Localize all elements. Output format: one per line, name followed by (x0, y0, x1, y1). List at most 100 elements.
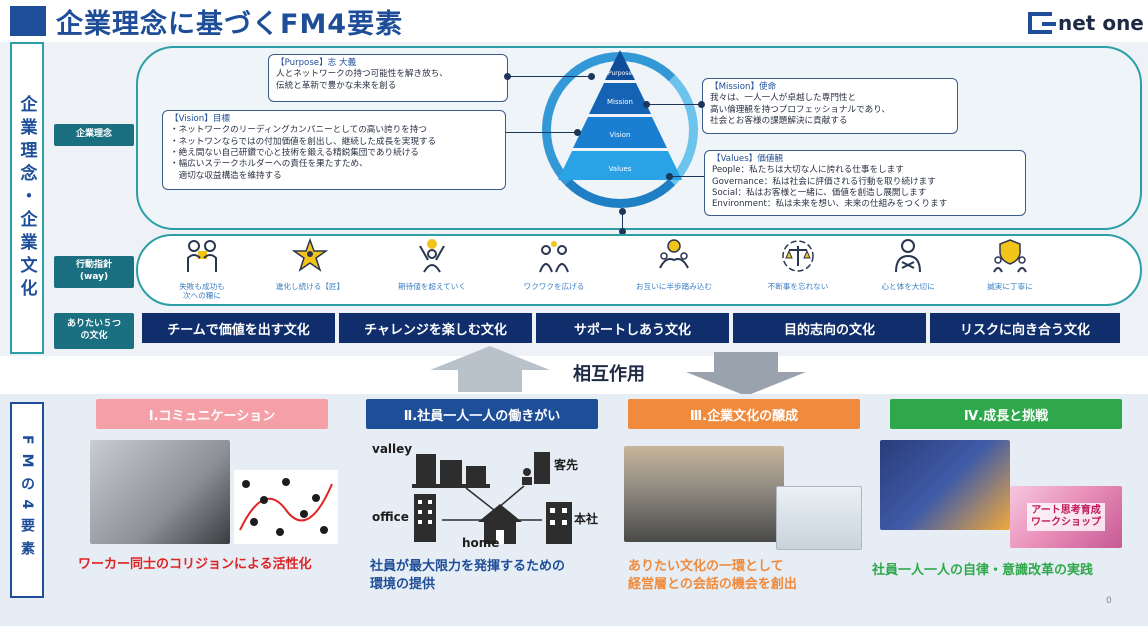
pyramid-values-layer (558, 151, 682, 180)
culture-item: サポートしあう文化 (536, 313, 729, 343)
fm-four-elements-label: FMの4要素 (10, 402, 44, 598)
meeting-room-photo (624, 446, 784, 542)
client-building-icon (522, 452, 550, 485)
balance-scale-icon (782, 240, 814, 272)
way-item-label: お互いに半歩踏み込む (636, 282, 712, 291)
way-item-label: ワクワクを広げる (523, 282, 585, 291)
office-conversation-photo (90, 440, 230, 544)
philosophy-culture-label: 企業理念・企業文化 (10, 42, 44, 354)
title-bar (0, 0, 1148, 44)
purpose-connector (508, 76, 592, 77)
values-line: People：私たちは大切な人に誇れる仕事をします (712, 165, 904, 176)
way-item: 心と体を大切に (860, 238, 956, 291)
helping-hands-icon (659, 239, 689, 269)
way-item-label: 失敗も成功も (179, 282, 225, 291)
logo-mark-icon (1028, 12, 1056, 34)
page-title: 企業理念に基づくFM4要素 (56, 9, 404, 40)
star-person-icon (291, 237, 329, 272)
pyramid-values-label: Values (609, 165, 632, 173)
way-connector-dot (619, 208, 626, 215)
mission-box: 【Mission】使命 我々は、一人一人が卓越した専門性と 高い倫理観を持つプロ… (702, 78, 958, 134)
mission-title: 【Mission】使命 (710, 82, 777, 92)
element-caption-growth: 社員一人一人の自律・意識改革の実践 (872, 563, 1094, 578)
logo-text: net one (1058, 11, 1144, 35)
shield-team-icon (993, 239, 1027, 273)
vision-connector-dot (574, 129, 581, 136)
values-line: Environment：私は未来を想い、未来の仕組みをつくります (712, 199, 948, 210)
mission-line: 高い倫理観を持つプロフェッショナルであり、 (710, 104, 891, 115)
cheering-person-icon (419, 239, 445, 273)
pyramid-vision-label: Vision (610, 131, 631, 139)
element-heading-communication: Ⅰ.コミュニケーション (96, 399, 328, 429)
way-item: 誠実に丁寧に (962, 238, 1058, 291)
purpose-connector-dot (504, 73, 511, 80)
office-building-icon (414, 494, 436, 542)
values-line: Governance：私は社会に評価される行動を取り続けます (712, 176, 936, 187)
values-line: Social：私はお客様と一緒に、価値を創造し展開します (712, 188, 927, 199)
way-item-label: 不断事を忘れない (767, 282, 829, 291)
element-heading-growth: Ⅳ.成長と挑戦 (890, 399, 1122, 429)
event-flyer-image (880, 440, 1010, 530)
pyramid-purpose-label: Purpose (608, 70, 632, 77)
upward-arrow-icon (430, 346, 550, 392)
row-label-culture: ありたい５つ の文化 (54, 313, 134, 349)
vision-connector (506, 132, 578, 133)
mission-connector (646, 104, 702, 105)
work-location-arrows (442, 485, 542, 521)
downward-arrow-icon (686, 352, 806, 396)
way-panel (136, 234, 1142, 306)
way-item: 不断事を忘れない (750, 238, 846, 291)
purpose-line: 伝統と革新で豊かな未来を創る (276, 80, 397, 91)
element-heading-engagement: Ⅱ.社員一人一人の働きがい (366, 399, 598, 429)
philosophy-pyramid: Purpose Mission Vision Values (558, 50, 682, 180)
vision-line: ・ネットワンならではの付加価値を創出し、継続した成長を実現する (170, 136, 437, 147)
element-caption-engagement: 社員が最大限力を発揮するための 環境の提供 (370, 559, 566, 592)
executive-talk-slide (776, 486, 862, 550)
way-item-label: 誠実に丁寧に (987, 282, 1033, 291)
element-caption-communication: ワーカー同士のコリジョンによる活性化 (78, 557, 312, 572)
vision-line: 適切な収益構造を維持する (170, 170, 282, 181)
team-support-icon (187, 240, 217, 272)
node-label-valley: valley (372, 442, 413, 456)
excited-group-icon (539, 241, 569, 273)
company-logo: net one (1028, 10, 1144, 36)
workshop-poster-image: アート思考育成 ワークショップ (1010, 486, 1122, 548)
page-number: 0 (1106, 596, 1112, 606)
vision-line: ・幅広いステークホルダーへの責任を果たすため、 (170, 159, 368, 170)
way-item-label: 進化し続ける【匠】 (275, 282, 345, 291)
way-item-label: 心と体を大切に (881, 282, 935, 291)
title-accent-block (10, 6, 46, 36)
culture-item: 目的志向の文化 (733, 313, 926, 343)
vision-box: 【Vision】目標 ・ネットワークのリーディングカンパニーとしての高い誇りを持… (162, 110, 506, 190)
purpose-line: 人とネットワークの持つ可能性を解き放ち、 (276, 69, 448, 80)
purpose-title: 【Purpose】志 大義 (276, 58, 357, 68)
node-label-client: 客先 (554, 458, 579, 472)
way-item: ワクワクを広げる (506, 238, 602, 291)
pyramid-vision-layer (573, 117, 667, 148)
mutual-interaction-label: 相互作用 (573, 364, 645, 385)
pyramid-mission-label: Mission (607, 98, 633, 106)
node-label-office: office (372, 510, 409, 524)
valley-workspace-icon (412, 454, 490, 488)
element-caption-culture: ありたい文化の一環として 経営層との会話の機会を創出 (628, 559, 797, 592)
vision-title: 【Vision】目標 (170, 114, 231, 124)
self-care-icon (895, 239, 921, 273)
workshop-poster-text: アート思考育成 ワークショップ (1027, 503, 1105, 531)
element-heading-culture: Ⅲ.企業文化の醸成 (628, 399, 860, 429)
mission-connector-dot (698, 101, 705, 108)
purpose-box: 【Purpose】志 大義 人とネットワークの持つ可能性を解き放ち、 伝統と革新… (268, 54, 508, 102)
culture-item: チャレンジを楽しむ文化 (339, 313, 532, 343)
node-label-hq: 本社 (574, 512, 599, 526)
culture-item: チームで価値を出す文化 (142, 313, 335, 343)
way-connector-dot (619, 228, 626, 235)
home-icon (478, 504, 522, 544)
vision-line: ・絶え間ない自己研鑽で心と技術を鍛える精鋭集団であり続ける (170, 148, 419, 159)
values-connector-dot (666, 173, 673, 180)
node-label-home: home (462, 536, 500, 550)
culture-item: リスクに向き合う文化 (930, 313, 1120, 343)
way-item-label: 期待値を超えていく (398, 282, 466, 291)
values-box: 【Values】価値観 People：私たちは大切な人に誇れる仕事をします Go… (704, 150, 1026, 216)
pyramid-mission-layer (589, 83, 651, 114)
vision-line: ・ネットワークのリーディングカンパニーとしての高い誇りを持つ (170, 125, 427, 136)
headquarters-building-icon (546, 502, 572, 544)
